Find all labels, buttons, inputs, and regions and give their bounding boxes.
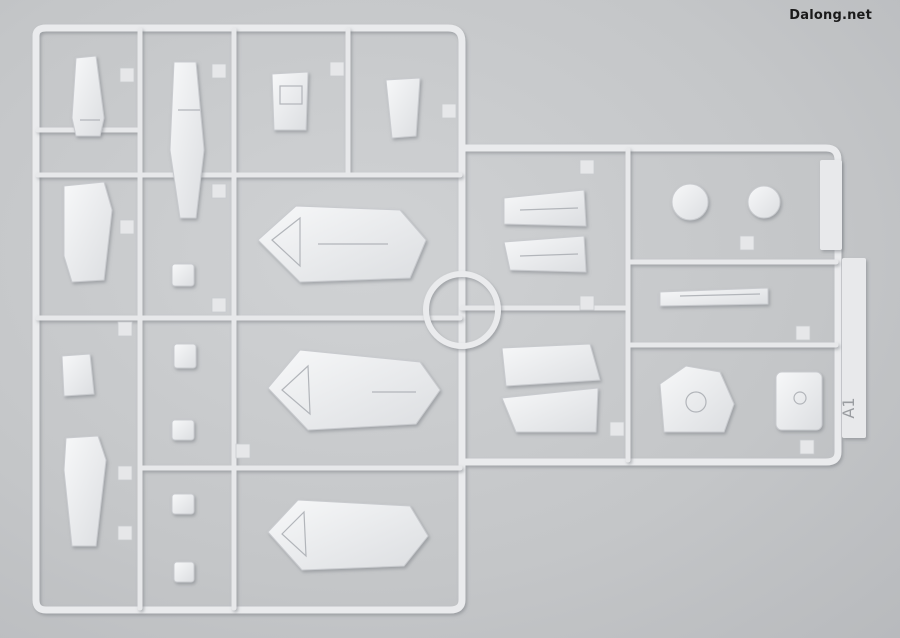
gate-tabs: [117, 61, 815, 541]
part-leg-plate-top: [71, 55, 105, 137]
part-shield-middle: [267, 349, 441, 431]
part-small-block-4: [171, 493, 195, 515]
part-backpack: [775, 371, 823, 431]
part-head-frame: [271, 71, 309, 131]
part-small-block-3: [171, 419, 195, 441]
part-torso-block: [659, 365, 735, 433]
part-visor: [385, 77, 421, 139]
sprue-runners: [35, 27, 839, 611]
sprue-label: A1: [839, 397, 858, 418]
part-wing-lower-1: [501, 343, 601, 387]
part-details: [80, 85, 807, 558]
part-small-block-2: [173, 343, 197, 369]
part-ball-joint-2: [747, 185, 781, 219]
part-shield-bottom: [267, 499, 429, 571]
label-tabs: [820, 160, 866, 438]
part-small-block-5: [173, 561, 195, 583]
part-ball-joint-1: [671, 183, 709, 221]
sprue-frame: [32, 24, 842, 614]
part-wing-upper-1: [503, 189, 587, 227]
part-small-block-1: [171, 263, 195, 287]
center-ring: [423, 271, 501, 349]
part-antenna: [659, 287, 769, 307]
part-thruster-block: [63, 181, 113, 283]
watermark-text: Dalong.net: [789, 8, 872, 23]
part-wing-lower-2: [501, 387, 599, 433]
part-wing-upper-2: [503, 235, 587, 273]
part-leg-plate-bottom: [63, 435, 107, 547]
part-round-joint: [61, 353, 95, 397]
part-long-blade: [169, 61, 205, 219]
